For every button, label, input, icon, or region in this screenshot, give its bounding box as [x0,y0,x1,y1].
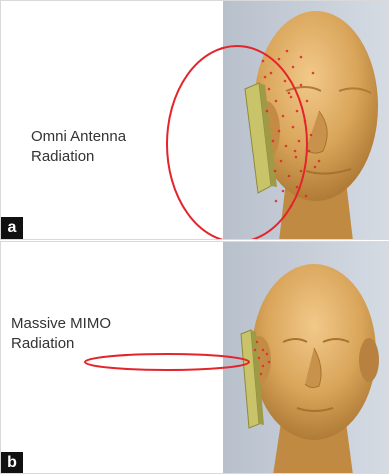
panel-label-a: a [1,217,23,239]
caption-omni-line2: Radiation [31,147,151,167]
panel-a-illustration [1,1,389,240]
head-model-icon [247,264,379,440]
caption-omni: Omni Antenna Radiation [31,127,151,167]
caption-mimo-line1: Massive MIMO [11,314,151,334]
radiation-ellipse-icon [85,354,249,370]
panel-b: Massive MIMO Radiation b [0,241,389,474]
caption-omni-line1: Omni Antenna [31,127,151,147]
panel-label-b: b [1,452,23,474]
caption-mimo-line2: Radiation [11,334,151,354]
panel-b-illustration [1,242,389,474]
caption-mimo: Massive MIMO Radiation [11,314,151,354]
panel-a: Omni Antenna Radiation a [0,0,389,240]
